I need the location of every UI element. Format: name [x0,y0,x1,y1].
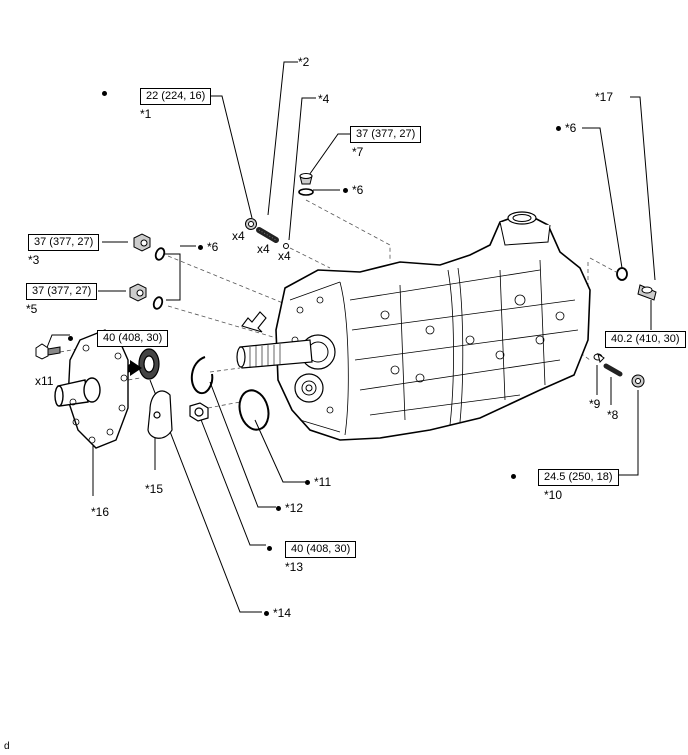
torque-spec-c7: 37 (377, 27) [350,126,422,143]
no-reuse-mark-bolt [68,336,73,341]
callout-c3: *3 [28,253,40,267]
quantity-c16-bolts: x11 [35,374,54,388]
callout-c15: *15 [145,482,164,496]
callout-c10: *10 [544,488,563,502]
leader-c12 [209,381,276,508]
callout-c16: *16 [91,505,110,519]
gasket-c6a [298,188,314,196]
callout-c13: *13 [285,560,304,574]
leader-c11 [254,419,306,483]
torque-spec-c5: 37 (377, 27) [26,283,98,300]
leader-c4 [288,97,316,241]
callout-c2: *2 [298,55,310,69]
leader-c14 [149,379,262,613]
snap-ring-c11 [238,389,270,431]
callout-c11: *11 [305,475,331,489]
leader-c17 [630,96,656,281]
torque-spec-c10: 24.5 (250, 18) [538,469,619,486]
bolt-c1 [245,218,257,230]
direction-arrow-icon [241,311,267,333]
torque-spec-c17: 40.2 (410, 30) [605,331,686,348]
spring-c8 [603,363,623,377]
leader-c6b [165,245,196,301]
torque-spec-c3: 37 (377, 27) [28,234,100,251]
no-reuse-mark [556,126,561,132]
callout-c6-left: *6 [198,240,218,254]
callout-c17: *17 [595,90,614,104]
input-shaft [236,339,313,369]
torque-spec-c16: 40 (408, 30) [97,330,169,347]
plate-c15 [147,390,173,439]
callout-c9: *9 [589,397,601,411]
quantity-c2: x4 [257,242,270,256]
plug-c7 [299,173,313,185]
no-reuse-mark [305,480,310,486]
torque-spec-c13: 40 (408, 30) [285,541,357,558]
callout-c8: *8 [607,408,619,422]
pin-c9 [593,352,605,363]
callout-c7: *7 [352,145,364,159]
leader-c6c [582,127,623,269]
leader-t7 [306,133,350,179]
no-reuse-mark [198,245,203,251]
lock-nut-c13 [189,402,209,422]
quantity-c1: x4 [232,229,245,243]
callout-c4: *4 [318,92,330,106]
plug-c3 [133,233,151,252]
plug-c10 [631,374,645,388]
leader-t1 [206,95,253,219]
figure-id: d [4,741,10,752]
leader-c2 [267,61,298,216]
callout-c6-top: *6 [343,183,363,197]
no-reuse-mark-c10 [511,474,516,479]
leader-lines [43,61,656,613]
quantity-c4: x4 [278,249,291,263]
bolt-q16 [35,343,61,360]
switch-c17 [637,284,657,301]
plug-c5 [129,283,147,302]
spring-c2 [256,227,279,243]
no-reuse-mark [343,188,348,194]
no-reuse-mark-c13 [267,546,272,551]
leader-c13 [197,411,266,546]
bearing-retainer-c16 [54,329,129,449]
gasket-c6c [616,267,628,281]
callout-c12: *12 [276,501,303,515]
torque-spec-c1: 22 (224, 16) [140,88,212,105]
callout-c14: *14 [264,606,291,620]
callout-c6-right: *6 [556,121,576,135]
no-reuse-mark [276,506,281,512]
snap-ring-c12 [190,356,214,395]
leader-t10 [612,390,639,476]
transmission-case [275,211,591,441]
callout-c1: *1 [140,107,152,121]
callout-c5: *5 [26,302,38,316]
oil-seal-c14 [138,348,160,380]
gasket-c6b-lower [152,296,164,310]
no-reuse-mark-c1 [102,91,107,96]
gasket-c6b-upper [154,247,166,261]
no-reuse-mark [264,611,269,617]
ball-c4 [283,243,289,249]
